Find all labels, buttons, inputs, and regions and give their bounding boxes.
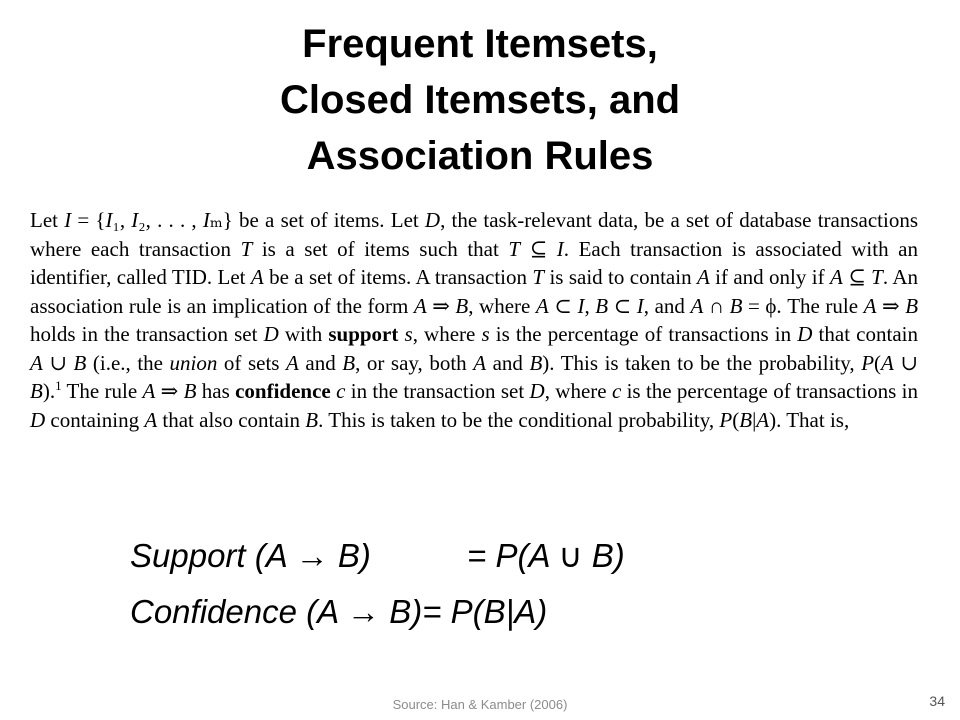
title-line-1: Frequent Itemsets, <box>302 22 658 66</box>
confidence-formula-lhs: Confidence (A → B) <box>130 593 423 630</box>
definition-passage: Let I = {I₁, I₂, . . . , Iₘ} be a set of… <box>30 208 919 432</box>
confidence-formula-rhs: = P(B|A) <box>422 593 548 630</box>
source-citation: Source: Han & Kamber (2006) <box>392 697 568 712</box>
support-formula-rhs: = P(A ∪ B) <box>467 537 625 574</box>
support-formula-lhs: Support (A → B) <box>130 537 371 574</box>
confidence-formula: Confidence (A → B) = P(B|A) <box>130 584 625 640</box>
footnote-marker: 1 <box>55 378 62 393</box>
title-line-3: Association Rules <box>306 134 654 178</box>
support-formula: Support (A → B) = P(A ∪ B) <box>130 528 625 584</box>
slide-title: Frequent Itemsets, Closed Itemsets, and … <box>0 16 960 184</box>
formula-block: Support (A → B) = P(A ∪ B) Confidence (A… <box>130 528 625 640</box>
page-number: 34 <box>929 693 945 709</box>
title-line-2: Closed Itemsets, and <box>279 78 681 122</box>
